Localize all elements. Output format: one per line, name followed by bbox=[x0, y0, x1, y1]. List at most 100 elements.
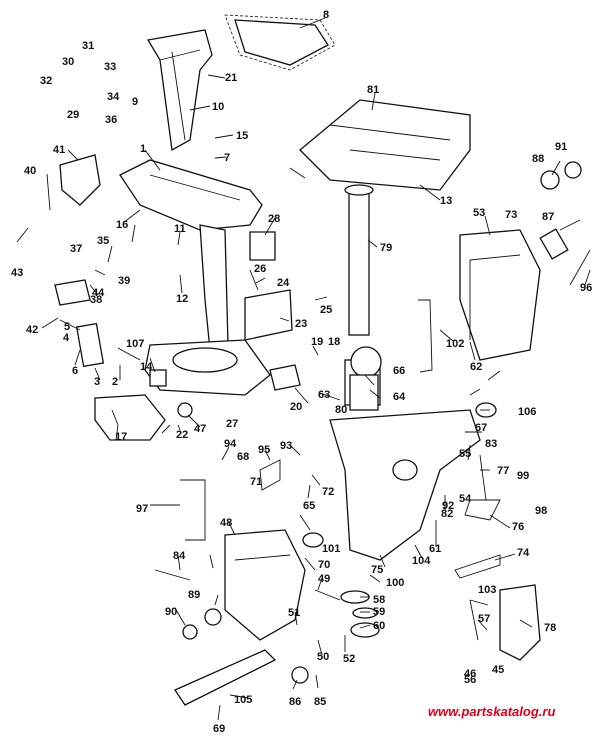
callout-label: 93 bbox=[280, 440, 292, 452]
callout-label: 6 bbox=[72, 365, 78, 377]
callout-label: 38 bbox=[90, 294, 102, 306]
callout-label: 30 bbox=[62, 56, 74, 68]
callout-label: 96 bbox=[580, 282, 592, 294]
callout-label: 12 bbox=[176, 293, 188, 305]
callout-label: 9 bbox=[132, 96, 138, 108]
callout-label: 86 bbox=[289, 696, 301, 708]
callout-label: 104 bbox=[412, 555, 431, 567]
stern-bracket-right-part bbox=[459, 229, 541, 361]
callout-label: 22 bbox=[176, 429, 188, 441]
callout-label: 10 bbox=[212, 101, 224, 113]
callout-label: 102 bbox=[446, 338, 464, 350]
callout-label: 70 bbox=[318, 559, 330, 571]
callout-label: 87 bbox=[542, 211, 554, 223]
callout-label: 76 bbox=[512, 521, 524, 533]
callout-label: 48 bbox=[220, 517, 232, 529]
callout-label: 39 bbox=[118, 275, 130, 287]
callout-label: 90 bbox=[165, 606, 177, 618]
callout-label: 40 bbox=[24, 165, 36, 177]
callout-label: 58 bbox=[373, 594, 385, 606]
callout-label: 68 bbox=[237, 451, 249, 463]
callout-label: 17 bbox=[115, 431, 127, 443]
callout-label: 20 bbox=[290, 401, 302, 413]
callout-label: 32 bbox=[40, 75, 52, 87]
callout-label: 31 bbox=[82, 40, 94, 52]
callout-label: 37 bbox=[70, 243, 82, 255]
callout-label: 59 bbox=[373, 606, 385, 618]
anode-bar-part bbox=[174, 649, 277, 706]
callout-label: 4 bbox=[63, 332, 70, 344]
small-parts-group bbox=[54, 154, 591, 684]
callout-label: 51 bbox=[288, 607, 300, 619]
callout-label: 107 bbox=[126, 338, 144, 350]
callout-label: 16 bbox=[116, 219, 128, 231]
callout-label: 13 bbox=[440, 195, 452, 207]
callout-label: 105 bbox=[234, 694, 252, 706]
callout-label: 85 bbox=[314, 696, 326, 708]
callout-label: 82 bbox=[441, 508, 453, 520]
clamp-plate-part bbox=[499, 584, 541, 661]
callout-label: 34 bbox=[107, 91, 120, 103]
callout-label: 60 bbox=[373, 620, 385, 632]
callout-label: 26 bbox=[254, 263, 266, 275]
callout-label: 89 bbox=[188, 589, 200, 601]
callout-label: 25 bbox=[320, 304, 332, 316]
callout-label: 100 bbox=[386, 577, 404, 589]
callout-label: 41 bbox=[53, 144, 65, 156]
callout-label: 50 bbox=[317, 651, 329, 663]
callout-label: 84 bbox=[173, 550, 186, 562]
callout-label: 99 bbox=[517, 470, 529, 482]
watermark-text: www.partskatalog.ru bbox=[428, 704, 555, 719]
callout-label: 14 bbox=[140, 361, 153, 373]
callout-label: 45 bbox=[492, 664, 504, 676]
callout-label: 92 bbox=[442, 500, 454, 512]
callout-label: 78 bbox=[544, 622, 556, 634]
callout-label: 66 bbox=[393, 365, 405, 377]
callout-label: 97 bbox=[136, 503, 148, 515]
callout-label: 54 bbox=[459, 493, 472, 505]
callout-label: 42 bbox=[26, 324, 38, 336]
callout-label: 24 bbox=[277, 277, 290, 289]
gasket-plate-part bbox=[224, 14, 336, 71]
callout-label: 91 bbox=[555, 141, 567, 153]
callout-label: 1 bbox=[140, 143, 146, 155]
callout-label: 19 bbox=[311, 336, 323, 348]
callout-label: 63 bbox=[318, 389, 330, 401]
callout-label: 47 bbox=[194, 423, 206, 435]
callout-label: 65 bbox=[303, 500, 315, 512]
callout-labels: 1 2 3 4 5 6 7 8 9 10 11 12 13 14 15 16 1… bbox=[11, 9, 592, 735]
callout-label: 61 bbox=[429, 543, 441, 555]
callout-label: 83 bbox=[485, 438, 497, 450]
exhaust-housing-part bbox=[94, 29, 271, 441]
callout-label: 36 bbox=[105, 114, 117, 126]
callout-label: 5 bbox=[64, 321, 70, 333]
callout-label: 18 bbox=[328, 336, 340, 348]
callout-label: 27 bbox=[226, 418, 238, 430]
callout-label: 35 bbox=[97, 235, 109, 247]
callout-label: 43 bbox=[11, 267, 23, 279]
callout-label: 57 bbox=[478, 613, 490, 625]
callout-label: 23 bbox=[295, 318, 307, 330]
callout-label: 53 bbox=[473, 207, 485, 219]
callout-label: 62 bbox=[470, 361, 482, 373]
callout-label: 94 bbox=[224, 438, 237, 450]
callout-label: 21 bbox=[225, 72, 237, 84]
steering-bracket-part bbox=[299, 99, 471, 191]
callout-label: 72 bbox=[322, 486, 334, 498]
callout-label: 103 bbox=[478, 584, 496, 596]
leader-lines bbox=[16, 17, 591, 721]
callout-label: 79 bbox=[380, 242, 392, 254]
callout-label: 46 bbox=[464, 668, 476, 680]
callout-label: 75 bbox=[371, 564, 383, 576]
callout-label: 106 bbox=[518, 406, 536, 418]
callout-label: 3 bbox=[94, 376, 100, 388]
callout-label: 29 bbox=[67, 109, 79, 121]
callout-label: 44 bbox=[92, 287, 105, 299]
stern-bracket-left-part bbox=[224, 529, 306, 641]
callout-label: 98 bbox=[535, 505, 547, 517]
callout-label: 52 bbox=[343, 653, 355, 665]
callout-label: 11 bbox=[174, 223, 186, 235]
callout-label: 55 bbox=[459, 448, 471, 460]
callout-label: 69 bbox=[213, 723, 225, 735]
